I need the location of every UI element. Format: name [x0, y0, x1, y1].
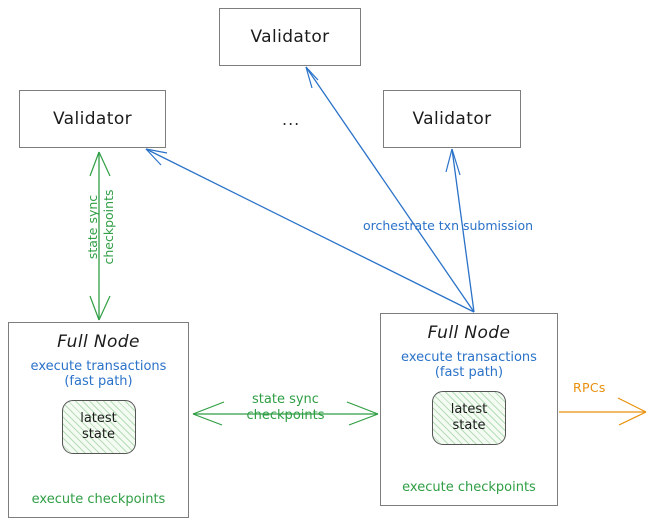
validator-left-label: Validator [52, 109, 133, 129]
arrowhead-validator-left-a [145, 148, 168, 154]
state-sync-vertical-line1: state sync [85, 194, 100, 260]
fullnode-left-execute-checkpoints: execute checkpoints [31, 492, 166, 507]
fullnode-left-execute-transactions: execute transactions (fast path) [31, 359, 167, 390]
fullnode-right-state-line1: latest [450, 402, 488, 418]
fullnode-right-box[interactable]: Full Node execute transactions (fast pat… [380, 313, 558, 506]
fullnode-left-state-line2: state [82, 426, 115, 442]
orchestrate-txn-submission-label: orchestrate txn submission [363, 218, 534, 233]
state-sync-vertical-label: state sync checkpoints [85, 172, 116, 282]
arrowhead-validator-top-a [305, 66, 319, 81]
arrowhead-validator-right-a [445, 148, 453, 173]
fullnode-left-execute-line2: (fast path) [64, 374, 133, 390]
fullnode-left-title: Full Node [57, 332, 140, 352]
fullnode-right-execute-line1: execute transactions [401, 350, 537, 365]
state-sync-vertical-line2: checkpoints [100, 189, 116, 265]
fullnode-right-state-line2: state [452, 417, 486, 433]
rpcs-edge [559, 397, 647, 426]
validator-top-label: Validator [250, 27, 330, 47]
arrowhead-validator-left-b [145, 148, 162, 166]
fullnode-right-title: Full Node [427, 323, 511, 343]
arrowhead-validator-right-b [451, 148, 461, 176]
validator-right-box[interactable]: Validator [383, 90, 521, 148]
validator-left-box[interactable]: Validator [19, 90, 166, 148]
validator-top-box[interactable]: Validator [219, 8, 361, 66]
fullnode-left-state-line1: latest [80, 411, 117, 427]
fullnode-right-execute-transactions: execute transactions (fast path) [401, 350, 537, 381]
state-sync-horizontal-label: state sync checkpoints [228, 392, 343, 423]
fullnode-right-latest-state: latest state [432, 390, 506, 445]
fullnode-left-box[interactable]: Full Node execute transactions (fast pat… [8, 322, 189, 518]
validators-ellipsis: ... [282, 110, 301, 129]
fullnode-right-execute-checkpoints: execute checkpoints [402, 480, 536, 495]
fullnode-left-execute-line1: execute transactions [30, 359, 167, 374]
arrowhead-validator-top-b [305, 66, 313, 89]
state-sync-horizontal-line1: state sync [252, 392, 319, 407]
validator-right-label: Validator [412, 109, 492, 129]
rpcs-label: RPCs [573, 380, 606, 395]
fullnode-right-execute-line2: (fast path) [434, 365, 504, 381]
fullnode-left-latest-state: latest state [61, 399, 136, 454]
state-sync-horizontal-line2: checkpoints [246, 407, 325, 423]
